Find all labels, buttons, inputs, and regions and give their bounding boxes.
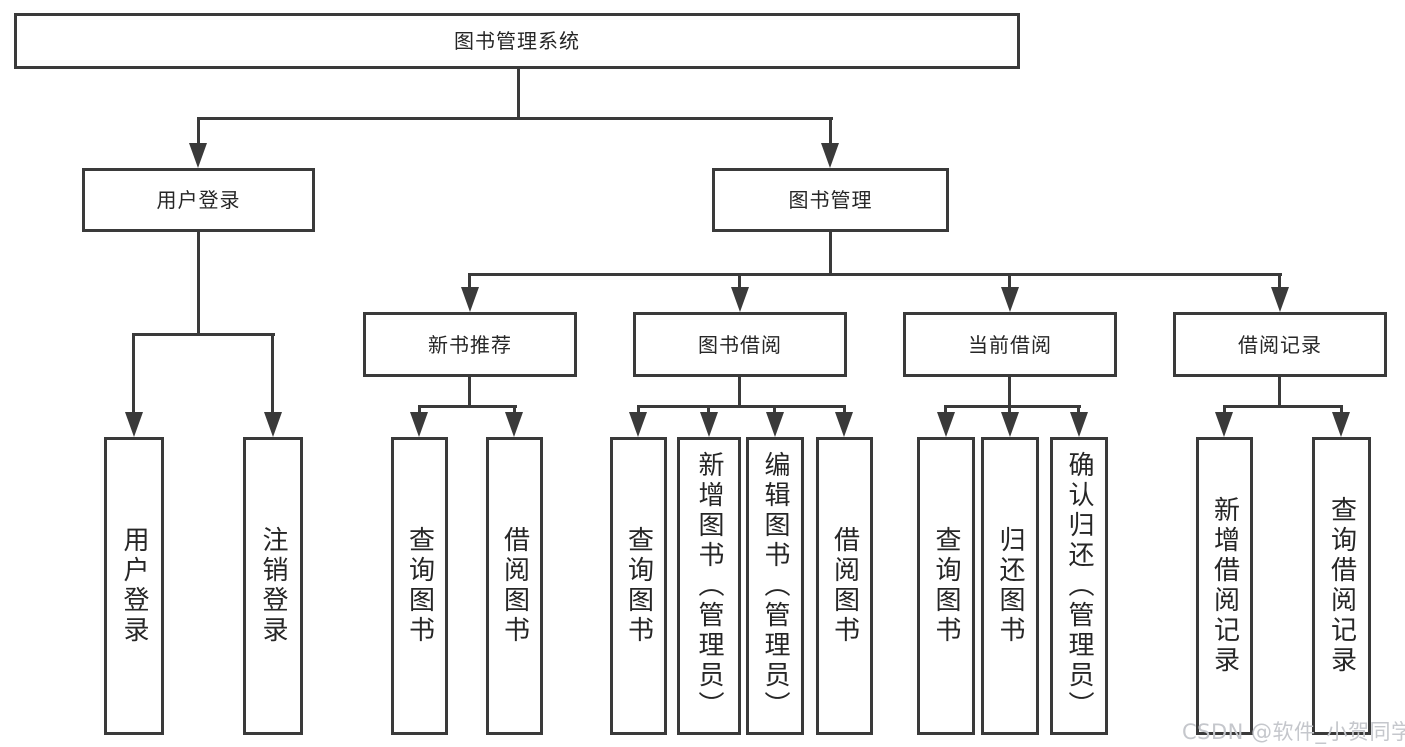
node-new-book-recommend-label: 新书推荐 (428, 332, 512, 357)
arrow-down-icon (1001, 412, 1019, 437)
node-current-borrow: 当前借阅 (903, 312, 1117, 377)
leaf-current-query-books: 查询图书 (917, 437, 975, 735)
leaf-borrow-edit-books-admin-label: 编辑图书（管理员） (760, 451, 790, 721)
node-borrow-records: 借阅记录 (1173, 312, 1387, 377)
connector-line (637, 405, 640, 415)
leaf-borrow-borrow-books: 借阅图书 (816, 437, 873, 735)
connector-line (197, 117, 200, 145)
leaf-records-add-record: 新增借阅记录 (1196, 437, 1253, 735)
arrow-down-icon (629, 412, 647, 437)
connector-line (132, 333, 135, 414)
leaf-user-login: 用户登录 (104, 437, 164, 735)
arrow-down-icon (505, 412, 523, 437)
leaf-recommend-query-books: 查询图书 (391, 437, 448, 735)
node-book-management-label: 图书管理 (788, 188, 873, 212)
connector-line (944, 405, 947, 415)
connector-line (468, 273, 471, 289)
connector-line (843, 405, 846, 415)
connector-line (1278, 273, 1281, 289)
leaf-current-query-books-label: 查询图书 (931, 526, 961, 646)
arrow-down-icon (1215, 412, 1233, 437)
arrow-down-icon (1001, 287, 1019, 312)
arrow-down-icon (700, 412, 718, 437)
connector-line (517, 69, 520, 120)
leaf-borrow-edit-books-admin: 编辑图书（管理员） (746, 437, 804, 735)
connector-line (707, 405, 710, 415)
arrow-down-icon (731, 287, 749, 312)
leaf-recommend-borrow-books-label: 借阅图书 (499, 526, 530, 646)
node-root: 图书管理系统 (14, 13, 1020, 69)
connector-line (1340, 405, 1343, 415)
node-book-borrow: 图书借阅 (633, 312, 847, 377)
leaf-borrow-borrow-books-label: 借阅图书 (829, 526, 860, 646)
connector-line (1077, 405, 1080, 415)
connector-line (1223, 405, 1226, 415)
connector-line (1223, 405, 1343, 408)
arrow-down-icon (1332, 412, 1350, 437)
connector-line (468, 273, 1282, 276)
connector-line (1278, 377, 1281, 408)
arrow-down-icon (461, 287, 479, 312)
connector-line (418, 405, 421, 415)
arrow-down-icon (835, 412, 853, 437)
node-new-book-recommend: 新书推荐 (363, 312, 577, 377)
connector-line (197, 232, 200, 336)
leaf-user-login-label: 用户登录 (119, 526, 149, 646)
connector-line (513, 405, 516, 415)
arrow-down-icon (1070, 412, 1088, 437)
leaf-borrow-add-books-admin-label: 新增图书（管理员） (694, 451, 724, 721)
arrow-down-icon (766, 412, 784, 437)
connector-line (418, 405, 517, 408)
node-book-borrow-label: 图书借阅 (698, 332, 782, 357)
node-current-borrow-label: 当前借阅 (968, 332, 1052, 357)
leaf-records-add-record-label: 新增借阅记录 (1209, 496, 1240, 676)
connector-line (132, 333, 275, 336)
leaf-borrow-add-books-admin: 新增图书（管理员） (677, 437, 741, 735)
watermark: CSDN @软件_小贺同学 (1182, 720, 1405, 744)
leaf-records-query-record: 查询借阅记录 (1312, 437, 1371, 735)
leaf-recommend-borrow-books: 借阅图书 (486, 437, 543, 735)
connector-line (637, 405, 846, 408)
leaf-current-return-books: 归还图书 (981, 437, 1039, 735)
connector-line (829, 117, 832, 145)
arrow-down-icon (937, 412, 955, 437)
connector-line (773, 405, 776, 415)
leaf-current-confirm-return-admin: 确认归还（管理员） (1050, 437, 1108, 735)
arrow-down-icon (821, 143, 839, 168)
node-book-management: 图书管理 (712, 168, 949, 232)
connector-line (738, 377, 741, 408)
connector-line (944, 405, 1081, 408)
connector-line (197, 117, 833, 120)
arrow-down-icon (264, 412, 282, 437)
leaf-current-confirm-return-admin-label: 确认归还（管理员） (1064, 451, 1094, 721)
leaf-records-query-record-label: 查询借阅记录 (1326, 496, 1357, 676)
arrow-down-icon (1271, 287, 1289, 312)
node-user-login-label: 用户登录 (156, 188, 241, 212)
leaf-current-return-books-label: 归还图书 (995, 526, 1025, 646)
leaf-logout-label: 注销登录 (258, 526, 288, 646)
leaf-borrow-query-books: 查询图书 (610, 437, 667, 735)
connector-line (738, 273, 741, 289)
arrow-down-icon (125, 412, 143, 437)
leaf-recommend-query-books-label: 查询图书 (404, 526, 435, 646)
node-user-login: 用户登录 (82, 168, 315, 232)
node-borrow-records-label: 借阅记录 (1238, 332, 1322, 357)
connector-line (1008, 273, 1011, 289)
node-root-label: 图书管理系统 (454, 29, 580, 53)
leaf-logout: 注销登录 (243, 437, 303, 735)
arrow-down-icon (410, 412, 428, 437)
connector-line (468, 377, 471, 408)
connector-line (829, 232, 832, 276)
connector-line (1008, 377, 1011, 408)
connector-line (1008, 405, 1011, 415)
leaf-borrow-query-books-label: 查询图书 (623, 526, 654, 646)
connector-line (271, 333, 274, 414)
arrow-down-icon (189, 143, 207, 168)
